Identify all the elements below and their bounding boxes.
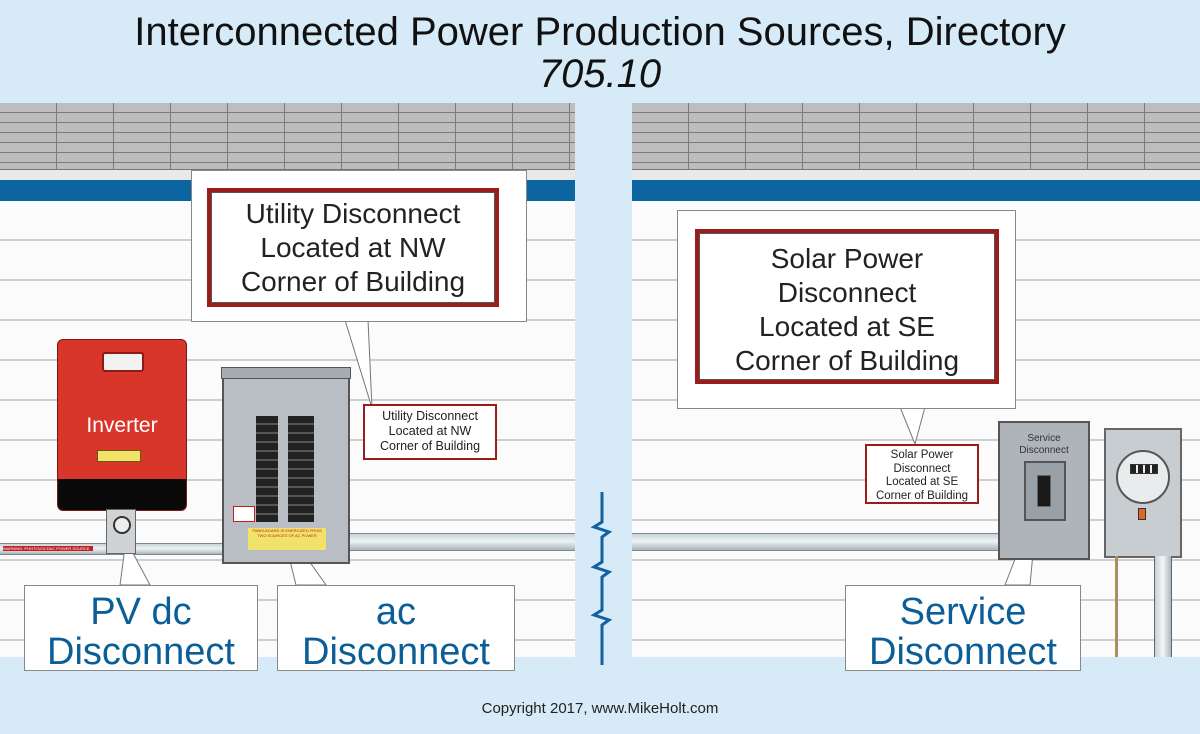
- diagram-title: Interconnected Power Production Sources,…: [134, 10, 1066, 54]
- pv-system-label: [233, 506, 255, 522]
- service-breaker-handle-icon: [1037, 475, 1051, 507]
- pv-warning-strip: WARNING: PHOTOVOLTAIC POWER SOURCE: [3, 546, 93, 551]
- utility-disconnect-directory-sign-large: Utility Disconnect Located at NW Corner …: [207, 188, 499, 307]
- callout-pointer-solar: [899, 406, 926, 446]
- sign-line: Corner of Building: [240, 266, 466, 297]
- inverter-base: [58, 479, 186, 510]
- label-line: Disconnect: [302, 631, 490, 673]
- sign-line: Corner of Building: [875, 489, 969, 502]
- pv-dc-disconnect-box: [106, 509, 136, 554]
- sign-line: Located at SE: [885, 476, 959, 488]
- sign-line: Solar Power: [890, 449, 954, 461]
- fascia-band: [632, 180, 1200, 201]
- sign-line: Located at NW: [260, 232, 446, 263]
- inverter-warning-label: [97, 450, 141, 462]
- service-mast-pipe: [1154, 556, 1172, 657]
- roof-trim: [632, 170, 1200, 180]
- dc-disconnect-handle-icon: [113, 516, 131, 534]
- meter-enclosure: [1104, 428, 1182, 558]
- solar-disconnect-directory-sign-small: Solar Power Disconnect Located at SE Cor…: [865, 444, 979, 504]
- service-box-label: Service Disconnect: [1000, 433, 1088, 457]
- sign-line: Disconnect: [893, 462, 951, 475]
- panel-warning-label: PANELBOARD IS ENERGIZED FROM TWO SOURCES…: [248, 528, 326, 550]
- pv-dc-disconnect-label: PV dc Disconnect: [24, 585, 258, 673]
- roof-shingles: [632, 103, 1200, 170]
- break-line-icon: [590, 492, 613, 665]
- label-line: Disconnect: [869, 631, 1057, 673]
- grounding-conductor: [1115, 556, 1118, 657]
- inverter: Inverter: [57, 339, 187, 511]
- sign-line: Corner of Building: [379, 439, 481, 453]
- label-line: Disconnect: [47, 631, 235, 673]
- code-section-number: 705.10: [538, 52, 662, 96]
- ac-disconnect-label: ac Disconnect: [277, 585, 515, 673]
- sign-line: Utility Disconnect: [382, 409, 478, 423]
- inverter-label: Inverter: [86, 414, 158, 437]
- breaker-column-right: [288, 416, 314, 522]
- sign-line: Disconnect: [777, 277, 917, 308]
- label-line: Service: [899, 591, 1027, 633]
- sign-line: Located at SE: [759, 311, 935, 342]
- left-building: [0, 103, 575, 657]
- utility-disconnect-directory-sign-small: Utility Disconnect Located at NW Corner …: [363, 404, 497, 460]
- service-disconnect-enclosure: Service Disconnect: [998, 421, 1090, 560]
- panel-cover: [221, 367, 351, 379]
- label-line: ac: [375, 591, 417, 633]
- sign-line: Solar Power: [770, 243, 924, 274]
- ac-conduit-left: [345, 533, 575, 551]
- roof-shingles: [0, 103, 575, 170]
- solar-disconnect-directory-sign-large: Solar Power Disconnect Located at SE Cor…: [695, 229, 999, 384]
- label-line: PV dc: [90, 591, 192, 633]
- copyright-notice: Copyright 2017, www.MikeHolt.com: [481, 700, 719, 717]
- inverter-display: [102, 352, 144, 372]
- box-label-line: Disconnect: [1019, 445, 1069, 456]
- sign-line: Corner of Building: [734, 345, 960, 376]
- box-label-line: Service: [1027, 433, 1061, 444]
- meter-seal-icon: [1138, 508, 1146, 520]
- sign-line: Located at NW: [388, 424, 472, 438]
- breaker-window: [1024, 461, 1066, 521]
- ac-conduit-right: [632, 533, 1002, 551]
- service-disconnect-label: Service Disconnect: [845, 585, 1081, 673]
- ac-panelboard: PANELBOARD IS ENERGIZED FROM TWO SOURCES…: [221, 367, 351, 564]
- sign-line: Utility Disconnect: [245, 198, 461, 229]
- breaker-column-left: [256, 416, 278, 522]
- meter-dials: [1130, 464, 1158, 474]
- utility-meter-icon: [1116, 450, 1170, 504]
